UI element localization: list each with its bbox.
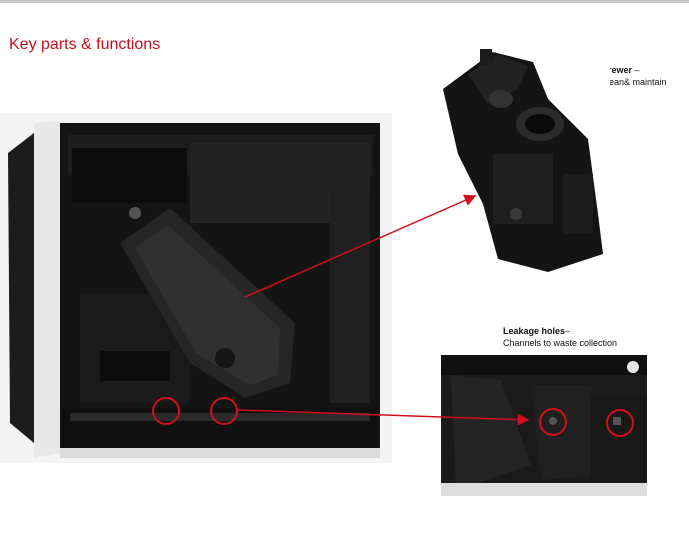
red-circle-marker-icon — [539, 408, 567, 436]
removable-brewer-photo — [438, 44, 610, 276]
red-circle-marker-icon — [606, 409, 634, 437]
leakage-callout: Leakage holes– Channels to waste collect… — [503, 325, 617, 349]
leakage-holes-detail-photo — [441, 355, 647, 496]
leakage-callout-heading: Leakage holes — [503, 326, 566, 336]
machine-interior-photo — [0, 113, 392, 463]
red-circle-marker-icon — [152, 397, 180, 425]
top-divider — [0, 0, 689, 3]
red-circle-marker-icon — [210, 397, 238, 425]
brewer-callout-dash: – — [632, 65, 640, 75]
leakage-callout-text: Channels to waste collection — [503, 338, 618, 348]
leakage-callout-dash: – — [565, 326, 571, 336]
slide-title: Key parts & functions — [9, 36, 161, 53]
